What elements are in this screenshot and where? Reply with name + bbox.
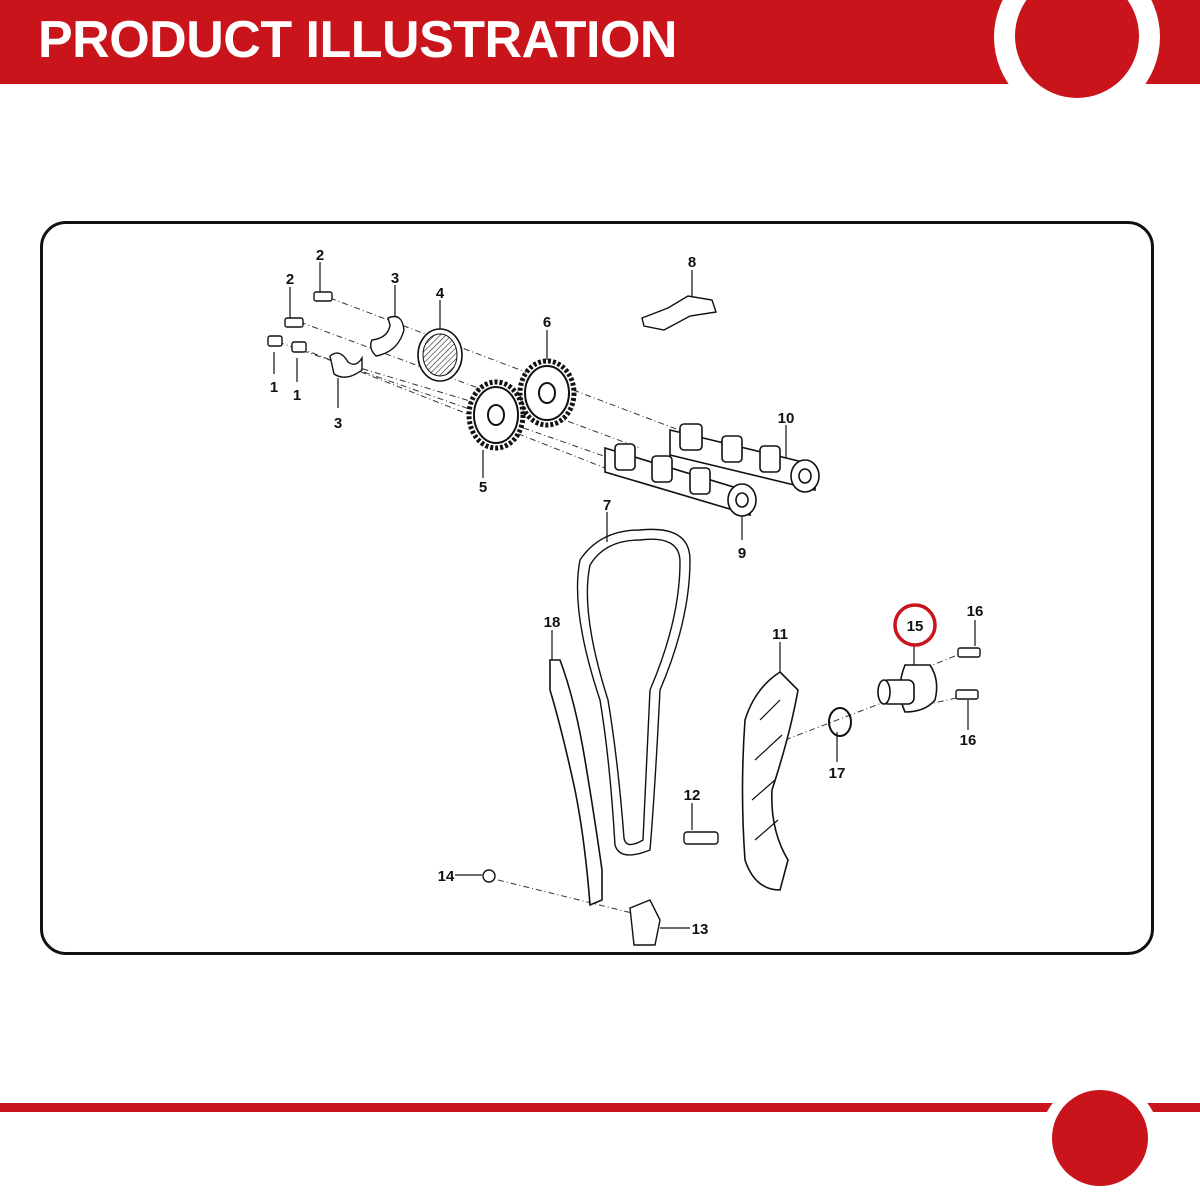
tensioner <box>877 664 938 713</box>
callout-label: 1 <box>293 387 301 404</box>
cam-phaser <box>417 328 463 382</box>
callout-label: 2 <box>286 271 294 288</box>
callout-label: 16 <box>967 603 984 620</box>
assembly-axes <box>277 297 971 916</box>
exploded-parts-diagram: 2 2 3 4 6 1 1 3 5 8 10 9 7 18 11 16 16 1… <box>267 247 984 946</box>
leader-lines <box>273 262 976 929</box>
callout-label: 13 <box>692 921 709 938</box>
callout-label: 2 <box>316 247 324 264</box>
tensioner-arm <box>741 670 799 891</box>
sprockets <box>466 358 577 451</box>
callout-label: 18 <box>544 614 561 631</box>
callout-label: 5 <box>479 479 487 496</box>
footer-band <box>0 1103 1200 1112</box>
footer-decoration-dot <box>1052 1090 1148 1186</box>
highlighted-callout-label: 15 <box>907 618 924 635</box>
gasket-ring <box>828 707 852 737</box>
callout-label: 3 <box>391 270 399 287</box>
callout-label: 17 <box>829 765 846 782</box>
callout-label: 10 <box>778 410 795 427</box>
highlight-circle <box>893 603 937 647</box>
callout-label: 16 <box>960 732 977 749</box>
retainer-plates <box>329 315 405 378</box>
callout-label: 11 <box>772 626 788 643</box>
callout-label: 1 <box>270 379 278 396</box>
camshafts <box>604 423 820 517</box>
header-decoration-dot <box>1015 0 1139 98</box>
callout-label: 9 <box>738 545 746 562</box>
callout-label: 14 <box>438 868 455 885</box>
page-title: PRODUCT ILLUSTRATION <box>38 11 677 69</box>
callout-label: 3 <box>334 415 342 432</box>
callout-label: 6 <box>543 314 551 331</box>
callout-label: 4 <box>436 285 445 302</box>
callout-label: 12 <box>684 787 701 804</box>
callout-label: 8 <box>688 254 696 271</box>
guide-plate <box>629 899 661 946</box>
chain-guide <box>549 659 603 907</box>
bracket <box>641 295 717 331</box>
bolts <box>267 291 981 883</box>
callout-label: 7 <box>603 497 611 514</box>
timing-chain <box>576 528 691 856</box>
